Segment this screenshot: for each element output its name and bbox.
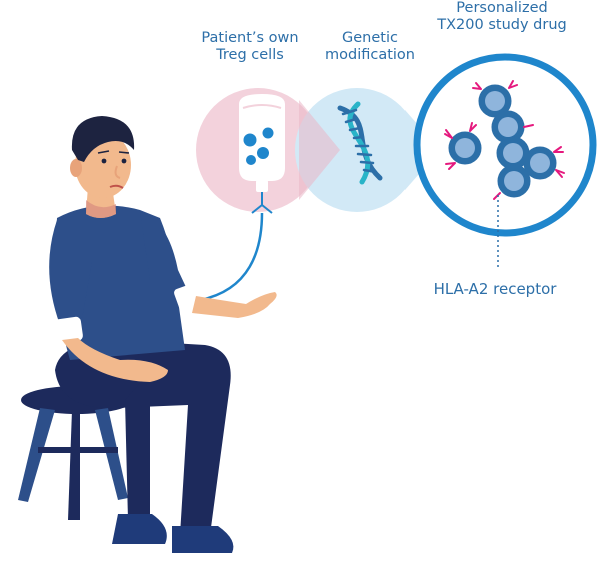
label-study-drug-line1: Personalized bbox=[456, 0, 548, 16]
label-study-drug-line2: TX200 study drug bbox=[437, 17, 567, 33]
iv-bag-icon bbox=[239, 93, 285, 214]
label-study-drug: Personalized TX200 study drug bbox=[408, 0, 596, 34]
genetic-modification-circle bbox=[295, 88, 419, 212]
iv-tube bbox=[199, 212, 264, 302]
label-patient-treg-cells: Patient’s own Treg cells bbox=[186, 30, 314, 64]
hla-a2-receptor-marks bbox=[444, 80, 565, 200]
label-genetic-modification-line2: modification bbox=[325, 47, 415, 63]
cell-cluster-icon bbox=[444, 80, 565, 268]
seated-patient-figure bbox=[49, 116, 277, 553]
dna-helix-icon bbox=[337, 101, 383, 185]
label-patient-treg-cells-line1: Patient’s own bbox=[201, 30, 299, 46]
label-genetic-modification-line1: Genetic bbox=[342, 30, 398, 46]
label-patient-treg-cells-line2: Treg cells bbox=[216, 47, 284, 63]
label-genetic-modification: Genetic modification bbox=[312, 30, 428, 64]
label-hla-a2-receptor: HLA-A2 receptor bbox=[433, 280, 557, 298]
